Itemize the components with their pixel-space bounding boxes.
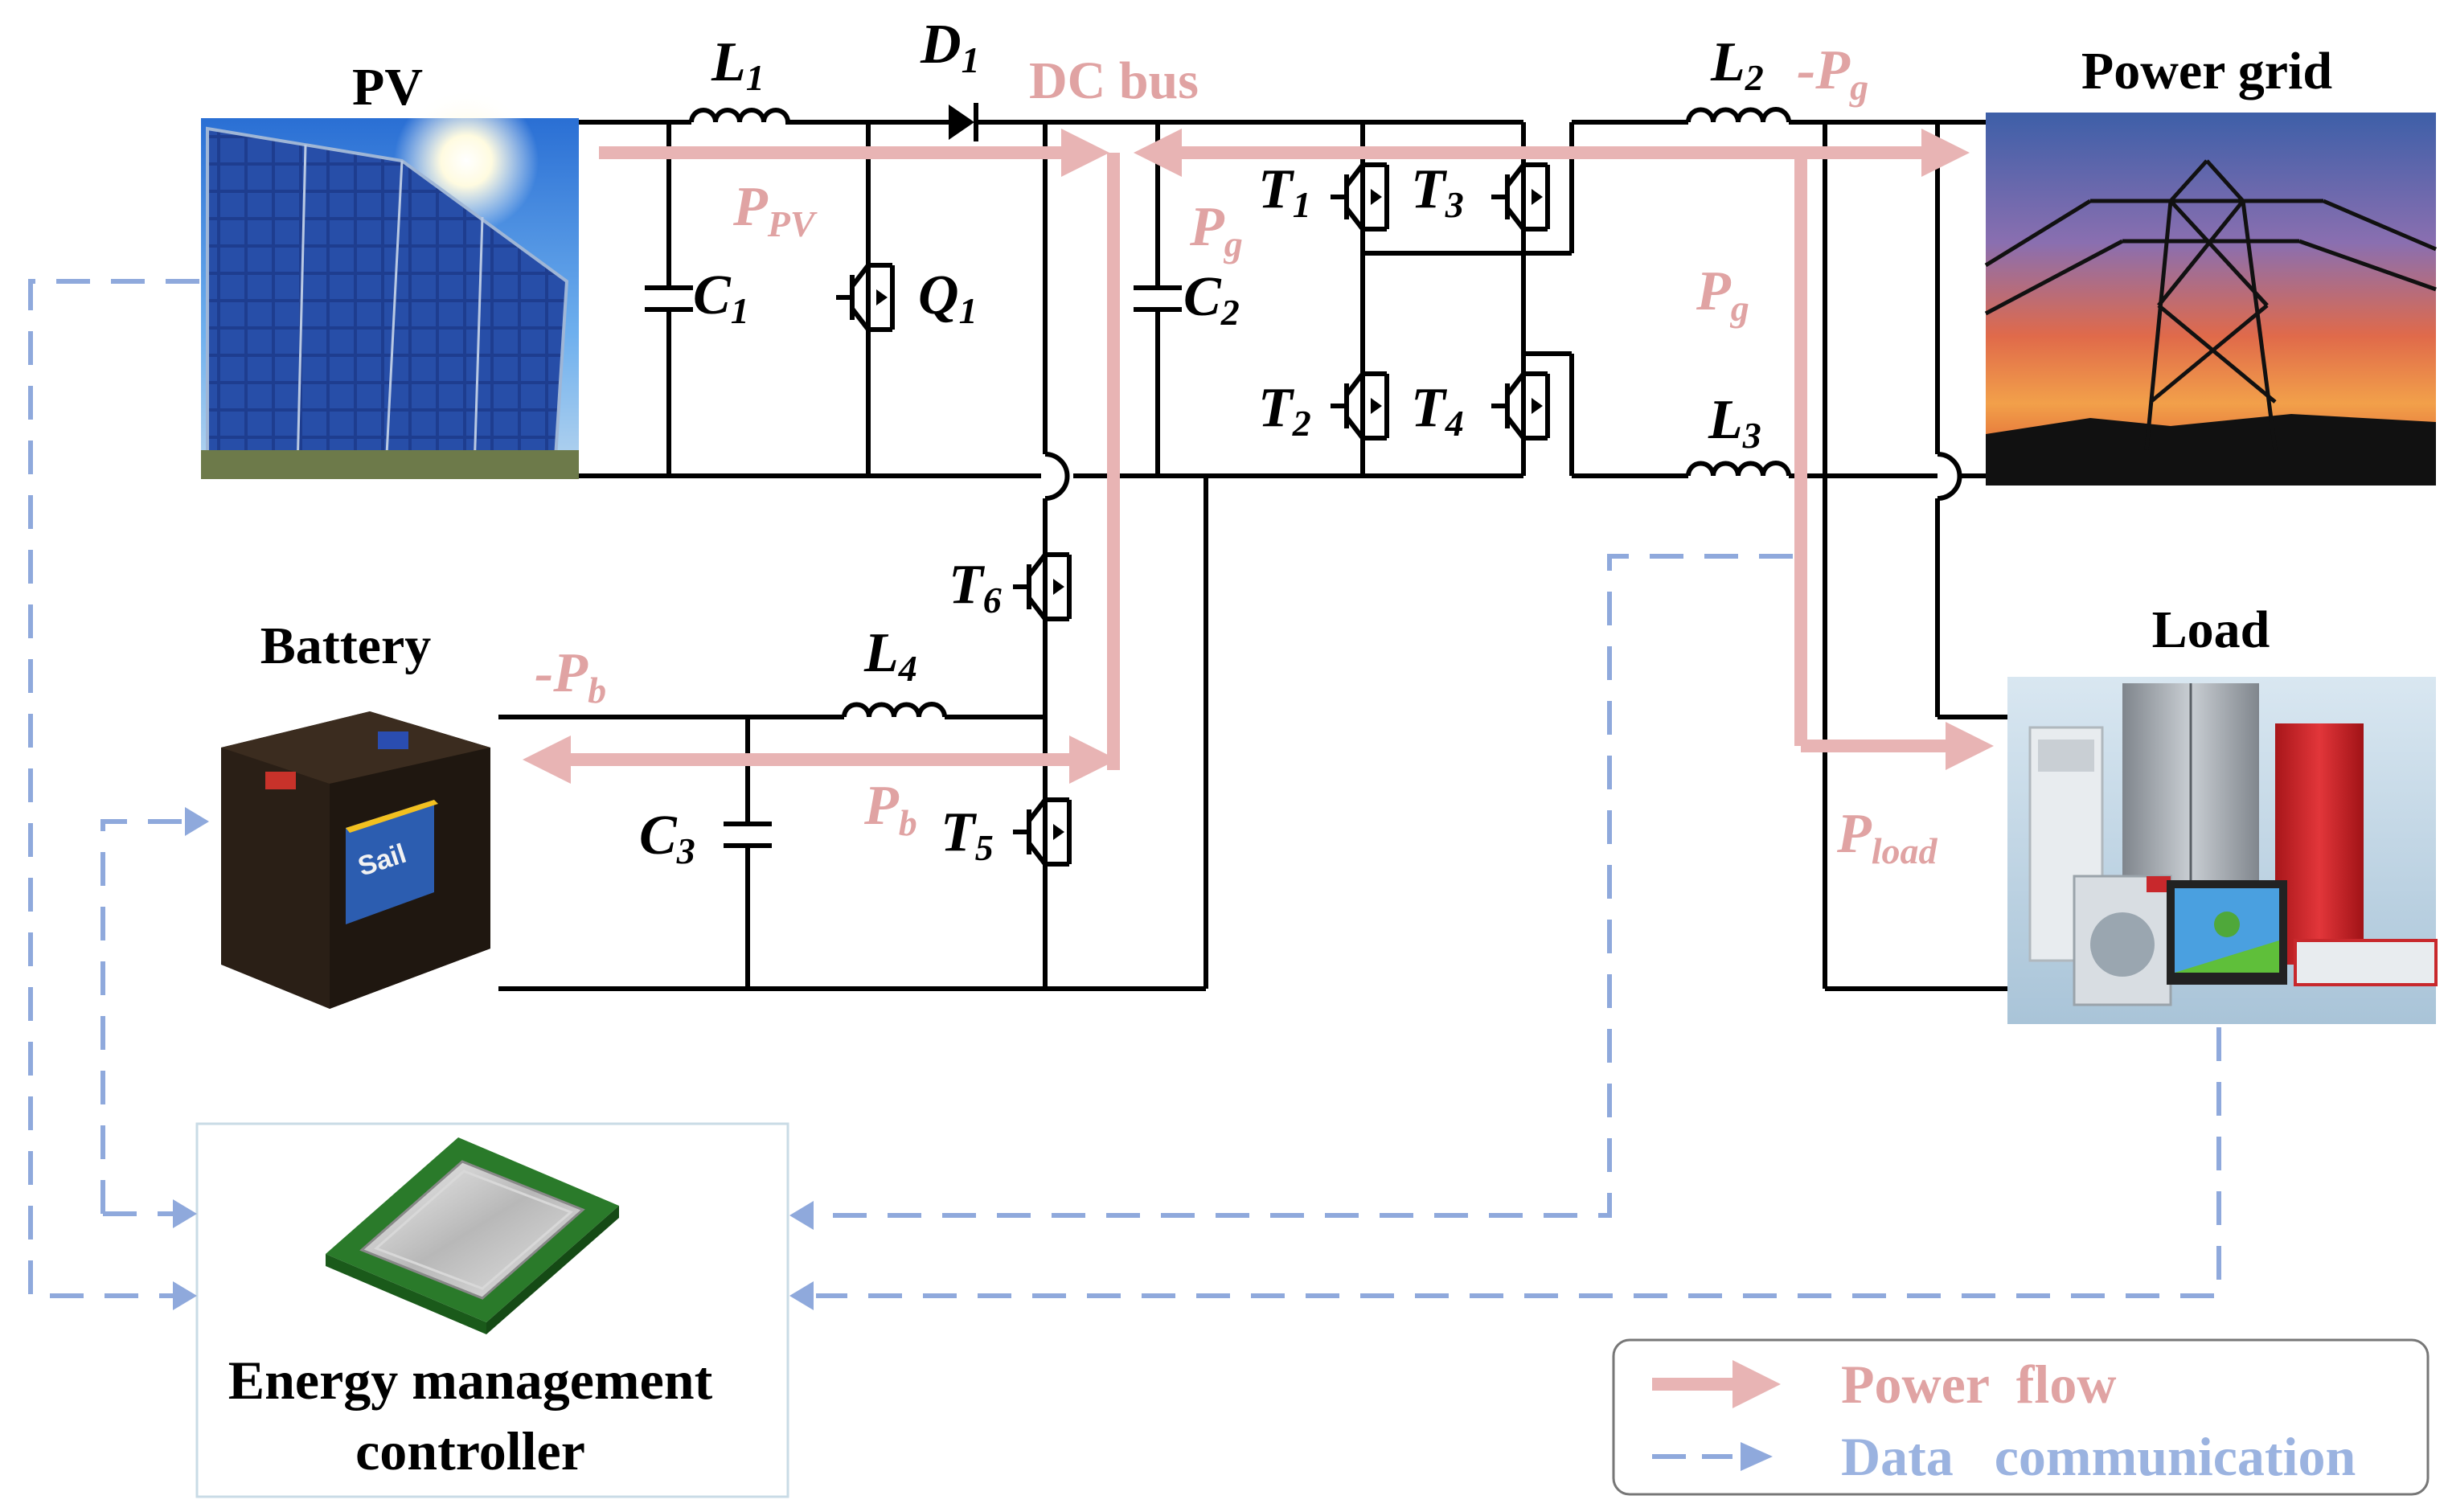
igbt-t4 — [1491, 371, 1550, 440]
igbt-t3 — [1491, 162, 1550, 232]
igbt-q1 — [836, 263, 895, 332]
label-l2: L2 — [1710, 31, 1764, 98]
label-t6: T6 — [949, 554, 1002, 621]
capacitor-c1 — [645, 285, 693, 312]
inductor-l4 — [842, 702, 947, 718]
label-t2: T2 — [1258, 377, 1311, 444]
label-neg-pg: -Pg — [1797, 39, 1868, 108]
diode-d1 — [949, 103, 978, 141]
label-t4: T4 — [1411, 377, 1464, 444]
label-q1: Q1 — [918, 264, 978, 331]
battery-image: Sail — [221, 711, 490, 1009]
legend-power-flow-swatch — [1652, 1360, 1781, 1408]
power-flow-paths — [523, 129, 1994, 784]
controller-title-line1: Energy management — [228, 1350, 713, 1411]
pv-title: PV — [352, 58, 423, 117]
label-t3: T3 — [1411, 158, 1464, 225]
igbt-t2 — [1331, 371, 1389, 440]
cpu-chip-image — [326, 1137, 619, 1334]
inductor-l2 — [1686, 107, 1791, 123]
power-grid-image — [1984, 113, 2437, 486]
label-pg-left: Pg — [1189, 196, 1243, 264]
data-communication-paths — [28, 279, 2221, 1310]
label-pg-right: Pg — [1696, 260, 1749, 329]
inductor-l3 — [1686, 461, 1791, 477]
legend-power-flow-label: Power flow — [1841, 1354, 2116, 1415]
label-t5: T5 — [941, 801, 994, 868]
label-pload: Pload — [1836, 803, 1938, 871]
label-c1: C1 — [693, 264, 749, 331]
label-pb: Pb — [863, 775, 917, 843]
label-l1: L1 — [711, 31, 765, 98]
label-c2: C2 — [1183, 266, 1240, 333]
controller-title-line2: controller — [355, 1420, 585, 1481]
igbt-t5 — [1013, 797, 1072, 867]
capacitor-c2 — [1134, 285, 1182, 312]
label-ppv: PPV — [732, 176, 818, 244]
capacitor-c3 — [724, 822, 772, 848]
legend-data-swatch — [1652, 1442, 1773, 1471]
label-l4: L4 — [863, 622, 917, 689]
label-neg-pb: -Pb — [535, 642, 606, 711]
label-l3: L3 — [1708, 389, 1761, 456]
load-title: Load — [2152, 600, 2270, 659]
load-image — [2007, 677, 2438, 1024]
battery-title: Battery — [260, 617, 432, 675]
dc-bus-label: DC bus — [1029, 51, 1199, 110]
power-grid-title: Power grid — [2081, 42, 2332, 100]
circuit-wiring — [498, 120, 2007, 991]
label-c3: C3 — [639, 805, 695, 871]
inductor-l1 — [689, 108, 792, 125]
legend-data-communication-label: Data communication — [1841, 1426, 2356, 1487]
label-t1: T1 — [1258, 158, 1311, 225]
label-d1: D1 — [920, 14, 980, 80]
igbt-t1 — [1331, 162, 1389, 232]
igbt-t6 — [1013, 552, 1072, 621]
pv-panel-image — [201, 88, 579, 479]
legend: Power flow Data communication — [1612, 1338, 2430, 1496]
